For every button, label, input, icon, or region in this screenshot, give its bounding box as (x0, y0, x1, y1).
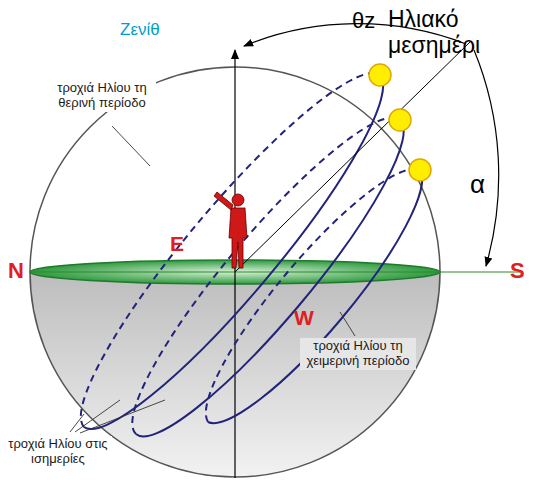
north-label: N (8, 258, 24, 283)
orbit-label: τροχιά Ηλίου τη θερινή περίοδο (48, 80, 156, 112)
leader-line (340, 312, 355, 336)
zenith-label: Ζενίθ (120, 20, 160, 40)
sun (389, 109, 411, 131)
altitude-angle-label: α (470, 170, 485, 200)
winter-orbit-back (206, 169, 420, 422)
winter-orbit-front (208, 170, 422, 423)
equinox-orbit-back (132, 118, 400, 434)
observer-figure (214, 192, 247, 268)
sun (409, 159, 431, 181)
equinox-orbit-front (136, 120, 404, 436)
south-label: S (510, 258, 525, 283)
leader-line (80, 400, 165, 433)
sun (369, 64, 391, 86)
horizon-line (30, 272, 520, 273)
altitude-angle-arc (474, 50, 499, 266)
summer-orbit-back (81, 73, 380, 427)
leader-line (112, 126, 150, 166)
east-label: E (170, 232, 184, 256)
orbit-label: τροχιά Ηλίου στις ισημερίες (4, 436, 112, 468)
noon-line (235, 42, 470, 272)
leader-line (70, 414, 84, 432)
zenith-angle-label: θz (352, 8, 375, 33)
leader-line (75, 400, 120, 432)
orbit-label: τροχιά Ηλίου τη χειμερινή περίοδο (300, 338, 416, 370)
solar-noon-label: Ηλιακό μεσημέρι (388, 6, 548, 59)
west-label: W (294, 306, 314, 330)
